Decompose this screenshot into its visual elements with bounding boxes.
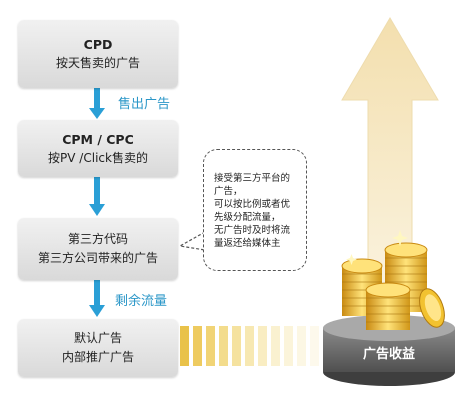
third-party-callout: 接受第三方平台的 广告， 可以按比例或者优 先级分配流量， 无广告时及时将流 量…	[203, 149, 307, 271]
default-ad-title: 默认广告	[73, 331, 122, 345]
cpd-box: CPD 按天售卖的广告	[18, 20, 178, 88]
cpm-cpc-description: 按PV /Click售卖的	[48, 150, 148, 165]
callout-line: 无广告时及时将流	[214, 225, 291, 236]
cpm-cpc-title: CPM / CPC	[62, 131, 134, 147]
third-party-box: 第三方代码 第三方公司带来的广告	[18, 218, 178, 280]
callout-line: 可以按比例或者优	[214, 199, 291, 210]
remaining-traffic-label: 剩余流量	[115, 294, 168, 309]
connector-arrow-1	[89, 88, 105, 119]
default-ad-description: 内部推广广告	[61, 350, 134, 364]
callout-line: 先级分配流量，	[214, 212, 281, 223]
callout-line: 量返还给媒体主	[214, 238, 281, 249]
third-party-title: 第三方代码	[67, 232, 128, 246]
traffic-flow-bar	[180, 326, 319, 366]
callout-line: 接受第三方平台的	[214, 173, 291, 184]
callout-line: 广告，	[214, 186, 243, 197]
ad-revenue-label: 广告收益	[362, 347, 415, 362]
default-ad-box: 默认广告 内部推广广告	[18, 319, 178, 377]
cpd-description: 按天售卖的广告	[55, 56, 140, 70]
connector-arrow-2	[89, 177, 105, 216]
cpd-title: CPD	[83, 37, 113, 52]
cpm-cpc-box: CPM / CPC 按PV /Click售卖的	[18, 120, 178, 177]
coin-stacks-icon	[341, 230, 445, 330]
connector-arrow-3	[89, 280, 105, 317]
third-party-description: 第三方公司带来的广告	[37, 251, 158, 265]
sold-ads-label: 售出广告	[118, 97, 171, 112]
callout-tail	[178, 230, 206, 251]
